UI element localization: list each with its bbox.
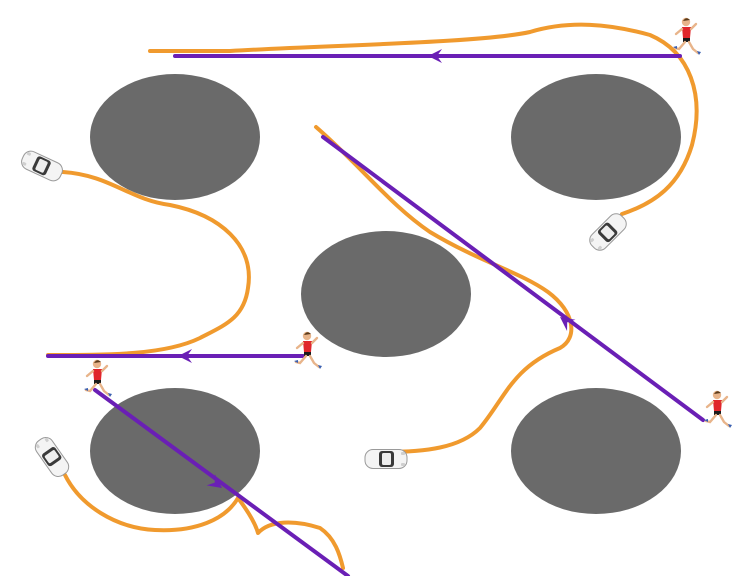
obstacle-bottom-right (511, 388, 681, 514)
obstacle-top-right (511, 74, 681, 200)
runner-icon (671, 16, 703, 57)
vehicle-path-top (148, 22, 699, 216)
obstacle-top-left (90, 74, 260, 200)
vehicle-path-center (314, 125, 574, 454)
direction-arrow-icon (428, 49, 442, 63)
pedestrian-paths (46, 54, 705, 576)
runner-icon (292, 330, 324, 371)
direction-arrow-icon (178, 349, 192, 363)
vehicle-paths (46, 22, 699, 570)
car-icon (364, 449, 408, 469)
direction-arrow-icon (560, 317, 576, 331)
car-icon (31, 433, 73, 481)
runner-icon (702, 389, 734, 430)
obstacle-center (301, 231, 471, 357)
pedestrian-path-diagonal-left (93, 388, 350, 576)
pedestrian-path-diagonal-right (321, 135, 705, 422)
vehicle-path-bottom (63, 473, 345, 570)
vehicle-path-left (46, 170, 251, 357)
car-icon (18, 148, 66, 184)
direction-arrow-icon (206, 474, 222, 488)
car-icon (585, 209, 631, 255)
direction-arrows (178, 49, 576, 488)
obstacles (90, 74, 681, 514)
